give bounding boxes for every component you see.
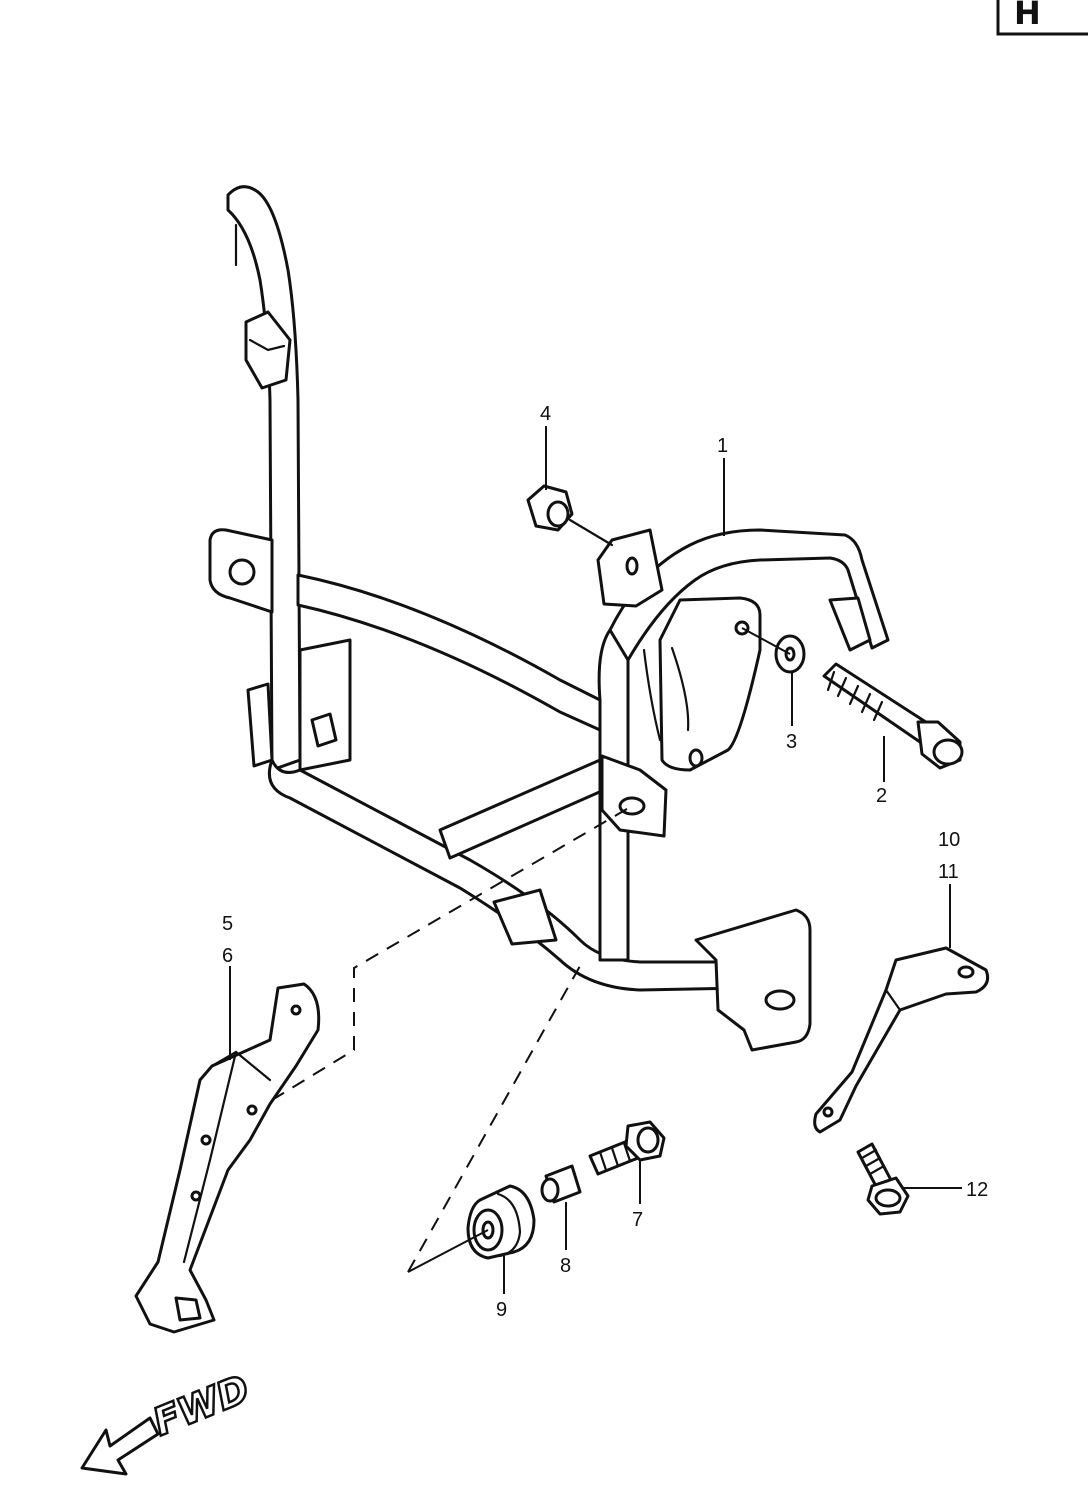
nut-part <box>526 484 614 547</box>
collar-part <box>540 1164 582 1204</box>
bracket-part <box>134 982 321 1334</box>
callout-5: 5 <box>222 913 233 935</box>
callout-7: 7 <box>632 1209 643 1231</box>
callout-10: 10 <box>938 829 960 851</box>
callout-2: 2 <box>876 785 887 807</box>
bolt-7-part <box>588 1120 666 1176</box>
fwd-indicator: FWD <box>80 1365 257 1476</box>
cushion-part <box>466 1184 536 1260</box>
callout-11: 11 <box>938 861 959 883</box>
callout-3: 3 <box>786 731 797 753</box>
callout-8: 8 <box>560 1255 571 1277</box>
callout-4: 4 <box>540 403 551 425</box>
callout-6: 6 <box>222 945 233 967</box>
callout-1: 1 <box>717 435 728 457</box>
stay-part <box>813 946 990 1134</box>
frame-part <box>208 185 890 1052</box>
fwd-label: FWD <box>147 1366 256 1444</box>
leader-lines <box>229 426 962 1294</box>
callout-9: 9 <box>496 1299 507 1321</box>
bolt-12-part <box>856 1142 910 1216</box>
page-tab-label: H <box>1014 0 1041 32</box>
bolt-part <box>822 662 964 770</box>
page-tab: H <box>996 0 1088 36</box>
callout-12: 12 <box>966 1179 988 1201</box>
callout-labels: 1 2 3 4 5 6 7 8 9 10 11 12 <box>222 403 988 1321</box>
forward-arrow-icon <box>80 1416 160 1476</box>
